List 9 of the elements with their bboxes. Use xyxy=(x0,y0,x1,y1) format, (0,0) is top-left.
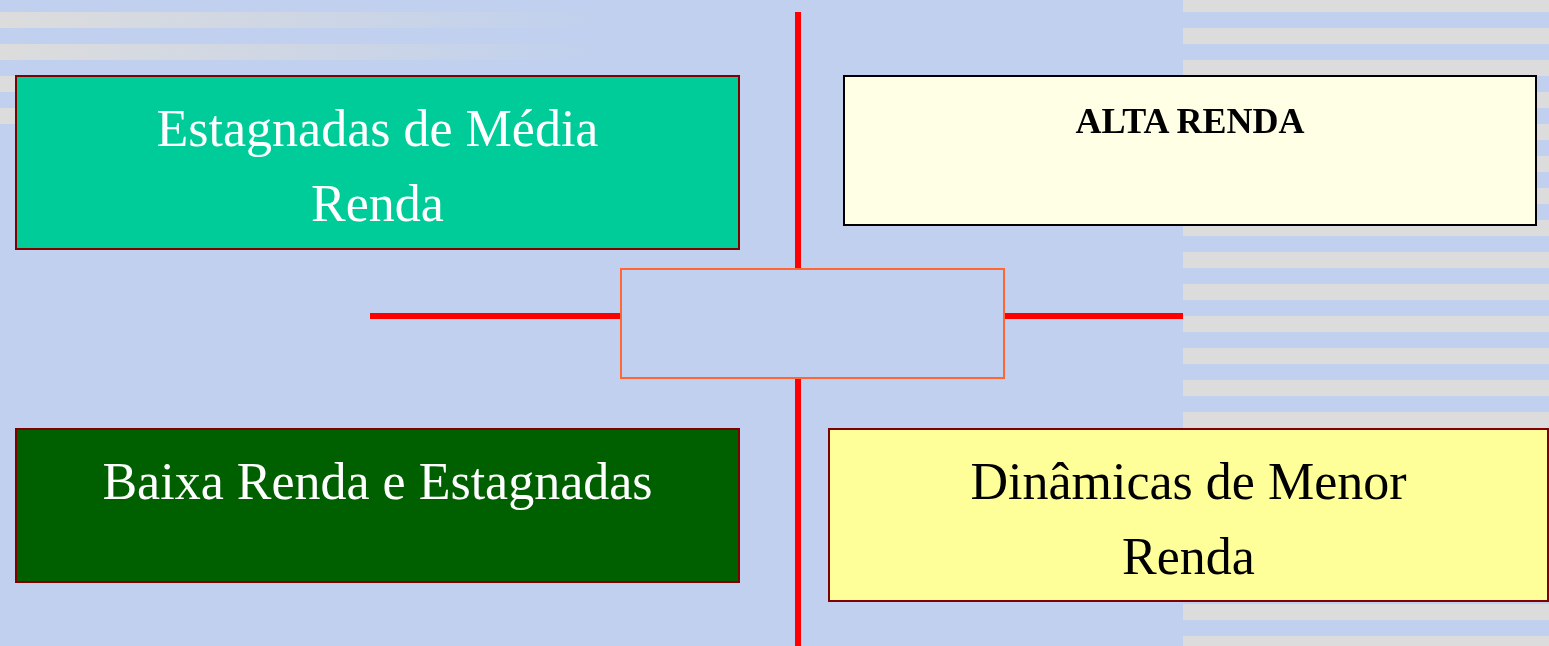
category-box xyxy=(828,428,1549,602)
category-label: Dinâmicas de Menor Renda xyxy=(969,452,1408,588)
category-box xyxy=(15,75,740,250)
empty-box xyxy=(620,268,1005,379)
category-box xyxy=(15,428,740,583)
category-label: Baixa Renda e Estagnadas xyxy=(101,452,654,512)
category-label: Estagnadas de Média Renda xyxy=(155,99,600,235)
category-label: ALTA RENDA xyxy=(1074,100,1306,143)
category-box xyxy=(843,75,1537,226)
